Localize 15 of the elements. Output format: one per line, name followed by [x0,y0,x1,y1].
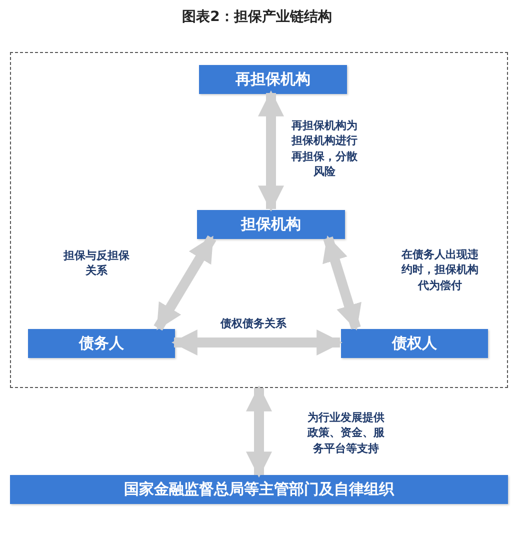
double-arrow [171,330,343,356]
edge-label: 在债务人出现违约时，担保机构代为偿付 [400,247,480,294]
edge-label: 再担保机构为担保机构进行再担保，分散风险 [290,118,360,180]
edge-label: 为行业发展提供政策、资金、服务平台等支持 [306,410,386,456]
entity-box: 债务人 [28,329,175,358]
entity-box: 债权人 [341,329,488,358]
double-arrow [246,385,272,478]
chart-title: 图表2：担保产业链结构 [181,8,333,26]
edge-label: 担保与反担保关系 [62,248,132,279]
entity-box: 国家金融监督总局等主管部门及自律组织 [10,475,508,504]
double-arrow [154,235,216,331]
entity-box: 担保机构 [197,210,345,239]
double-arrow [258,90,284,212]
double-arrow [322,236,362,330]
entity-box: 再担保机构 [199,65,347,94]
